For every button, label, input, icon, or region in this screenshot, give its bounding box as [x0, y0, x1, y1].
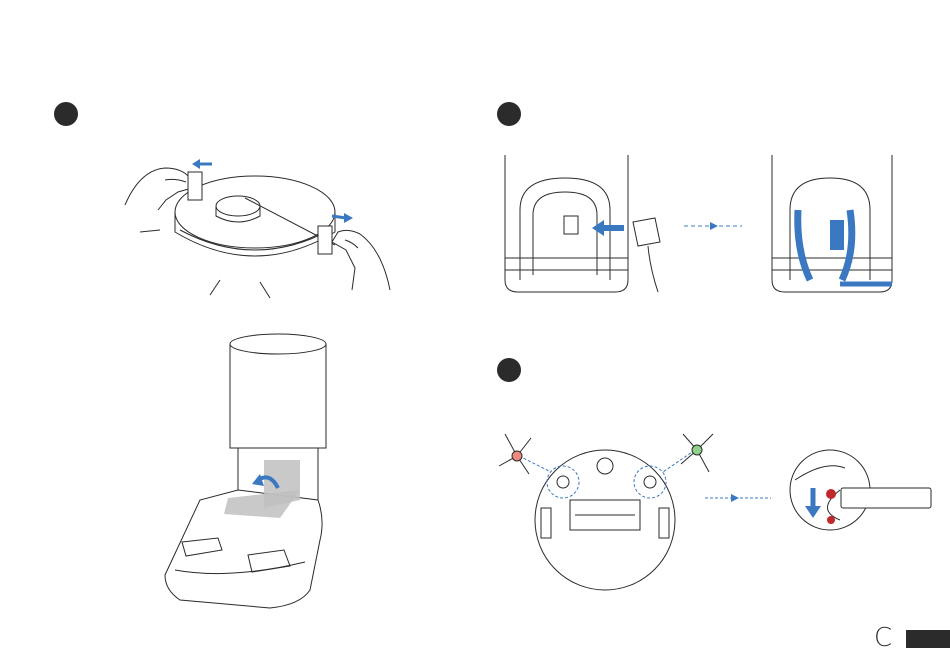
- station-power-cord-illustration: [500, 150, 900, 300]
- page-tab-bar: [906, 630, 950, 648]
- step-badge-1: [54, 102, 78, 126]
- robot-tape-removal-illustration: [120, 150, 400, 300]
- station-bag-door-illustration: [160, 330, 340, 612]
- step-badge-3: [497, 358, 521, 382]
- page-section-letter: C: [874, 624, 892, 652]
- step-badge-2: [497, 102, 521, 126]
- side-brush-install-illustration: [495, 420, 945, 600]
